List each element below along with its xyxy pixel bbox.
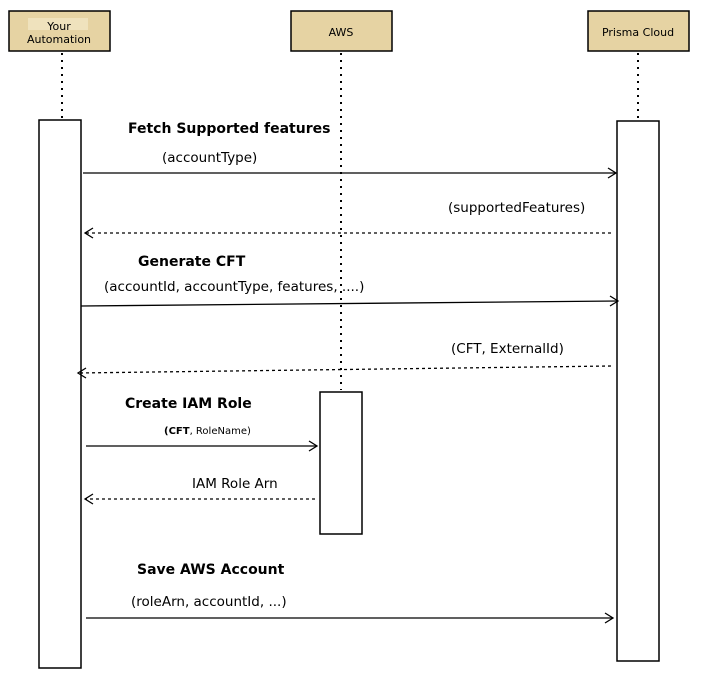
- step-save-title: Save AWS Account: [137, 562, 285, 578]
- step-create-role-request-rest: , RoleName): [190, 426, 251, 437]
- step-fetch-response-arrowhead: [83, 227, 94, 239]
- step-generate-response-arrowhead: [76, 367, 87, 379]
- step-fetch-request-label: (accountType): [162, 150, 257, 166]
- step-generate-request-arrow: [80, 300, 619, 307]
- activation-aws: [319, 391, 363, 535]
- step-create-role-request-arrowhead: [308, 440, 319, 452]
- step-generate-request-label: (accountId, accountType, features, ....): [104, 279, 364, 295]
- step-create-role-response-label: IAM Role Arn: [192, 476, 278, 492]
- step-fetch-response-label: (supportedFeatures): [448, 200, 585, 216]
- step-fetch-request-arrowhead: [607, 167, 618, 179]
- actor-aws: AWS: [290, 10, 393, 52]
- step-fetch-title: Fetch Supported features: [128, 121, 330, 137]
- actor-prisma-cloud-label: Prisma Cloud: [602, 26, 674, 39]
- actor-your-automation-label-line2: Automation: [27, 33, 91, 46]
- step-create-role-title: Create IAM Role: [125, 396, 252, 412]
- actor-your-automation-label-line1: Your: [46, 20, 71, 33]
- actor-your-automation: Your Automation: [8, 10, 111, 52]
- actor-aws-label: AWS: [329, 26, 354, 39]
- step-save-request-label: (roleArn, accountId, ...): [131, 594, 287, 610]
- step-create-role-request-label: (CFT, RoleName): [164, 426, 251, 437]
- step-generate-request-arrowhead: [609, 295, 620, 307]
- step-create-role-request-bold: (CFT: [164, 426, 190, 437]
- activation-your-automation: [38, 119, 82, 669]
- step-generate-response-arrow: [77, 365, 612, 374]
- step-generate-title: Generate CFT: [138, 254, 246, 270]
- step-create-role-response-arrowhead: [83, 493, 94, 505]
- step-generate-response-label: (CFT, ExternalId): [451, 341, 564, 357]
- activation-prisma-cloud: [616, 120, 660, 662]
- actor-prisma-cloud: Prisma Cloud: [587, 10, 690, 52]
- step-save-request-arrowhead: [604, 612, 615, 624]
